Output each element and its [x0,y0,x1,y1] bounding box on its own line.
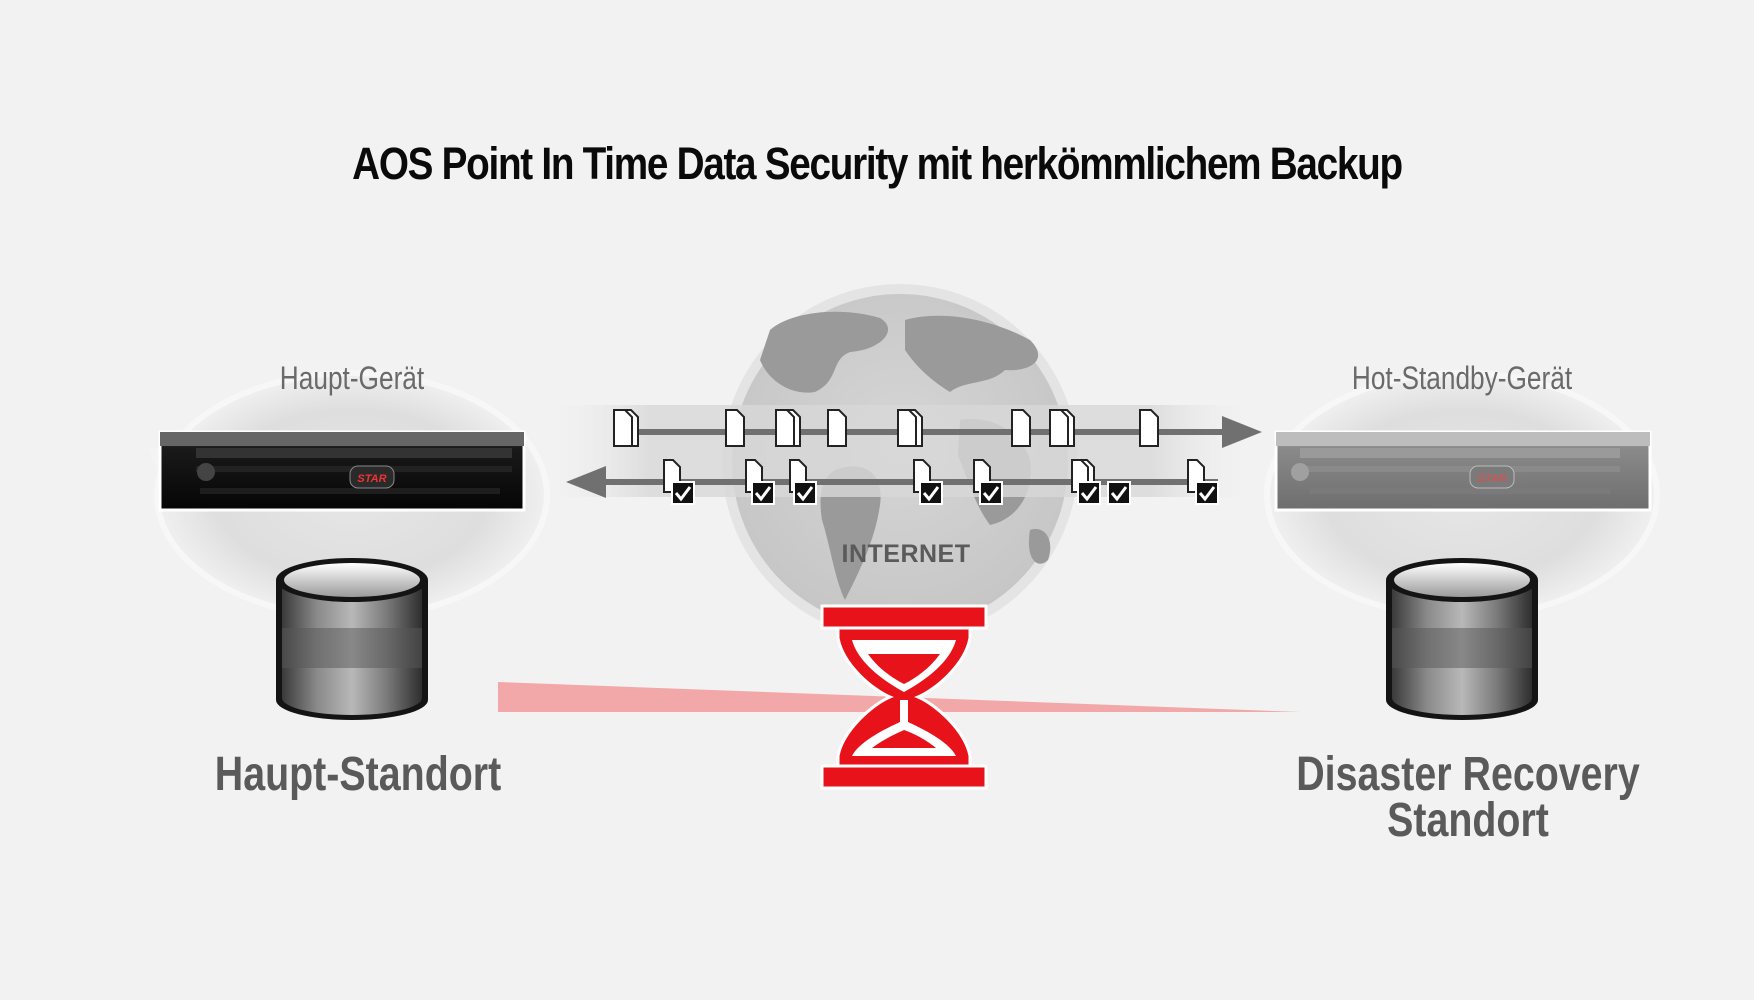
svg-text:STAR: STAR [357,473,386,485]
dr-database-icon [1386,558,1538,720]
svg-text:STAR: STAR [1477,473,1506,485]
data-packets-outgoing [613,409,1159,447]
main-site-label: Haupt-Standort [214,748,502,801]
data-packets-acknowledged [663,459,1219,505]
checkmark-icon [671,481,695,505]
checkmark-icon [1195,481,1219,505]
document-icon [1049,409,1075,447]
document-icon [725,409,745,447]
checkmark-icon [1077,481,1101,505]
dr-site-label-line1: Disaster Recovery [1296,748,1640,801]
document-icon [897,409,923,447]
standby-device-label: Hot-Standby-Gerät [1351,360,1573,396]
document-icon [1011,409,1031,447]
main-server-icon: STAR [148,430,526,512]
checkmark-icon [979,481,1003,505]
document-icon [827,409,847,447]
main-device-label: Haupt-Gerät [279,360,425,396]
document-icon [613,409,639,447]
diagram-title: AOS Point In Time Data Security mit herk… [352,138,1403,189]
dr-site-label: Disaster Recovery Standort [1255,748,1681,847]
hourglass-icon [820,604,988,790]
document-icon [775,409,801,447]
main-database-icon [276,558,428,720]
internet-label: INTERNET [841,540,971,568]
dr-site-label-line2: Standort [1387,794,1549,847]
standby-server-icon: STAR [1274,430,1652,512]
checkmark-icon [1107,481,1131,505]
checkmark-icon [919,481,943,505]
checkmark-icon [751,481,775,505]
document-icon [1139,409,1159,447]
checkmark-icon [793,481,817,505]
